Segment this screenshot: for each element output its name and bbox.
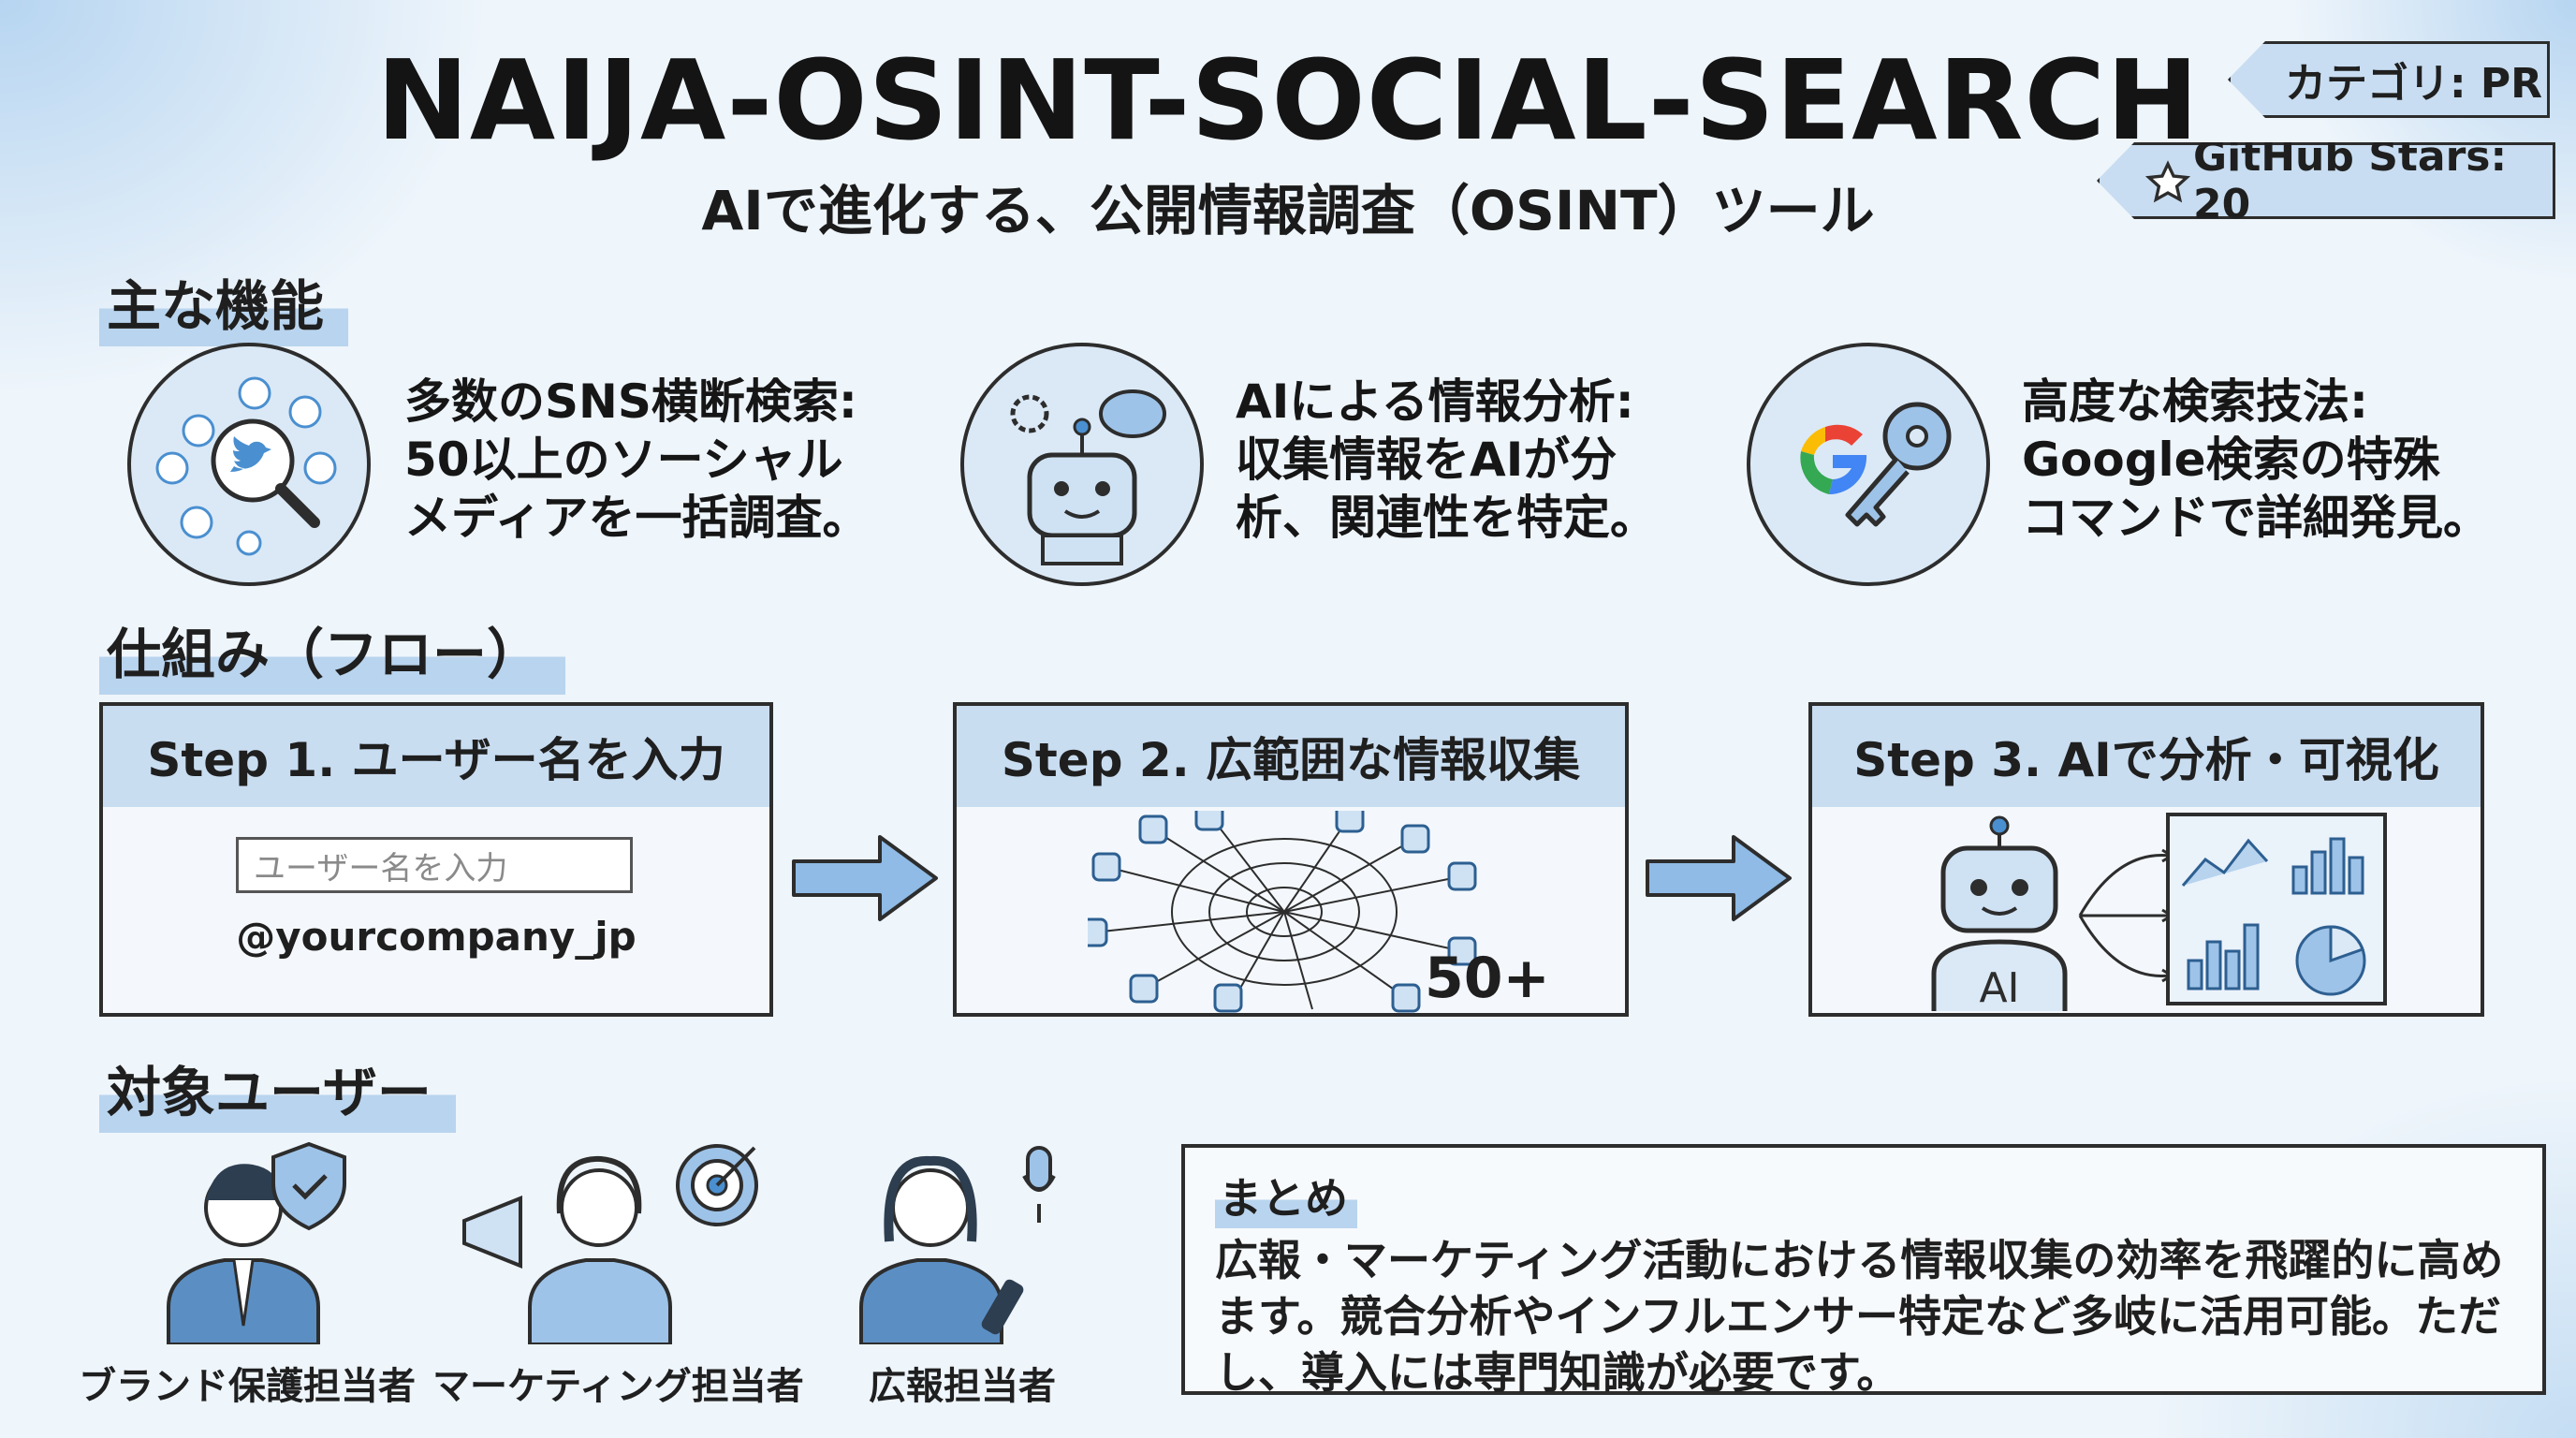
google-key-icon bbox=[1747, 343, 1990, 586]
feature-line: 多数のSNS横断検索: bbox=[404, 374, 857, 429]
ai-robot-icon bbox=[960, 343, 1204, 586]
github-stars-label: GitHub Stars: 20 bbox=[2193, 133, 2508, 228]
feature-line: 収集情報をAIが分 bbox=[1236, 433, 1617, 487]
step-2-card: Step 2. 広範囲な情報収集 50+ bbox=[953, 702, 1629, 1017]
arrow-right-icon bbox=[792, 835, 938, 921]
ai-robot-icon: AI bbox=[1931, 815, 2068, 1011]
step-1-card: Step 1. ユーザー名を入力 ユーザー名を入力 @yourcompany_j… bbox=[99, 702, 773, 1017]
feature-line: Google検索の特殊 bbox=[2022, 433, 2440, 487]
feature-sns-text: 多数のSNS横断検索: 50以上のソーシャル メディアを一括調査。 bbox=[404, 373, 870, 547]
category-tag: カテゴリ: PR bbox=[2228, 41, 2550, 118]
summary-box: まとめ 広報・マーケティング活動における情報収集の効率を飛躍的に高め ます。競合… bbox=[1181, 1144, 2546, 1398]
username-input: ユーザー名を入力 bbox=[236, 837, 633, 893]
summary-line: 広報・マーケティング活動における情報収集の効率を飛躍的に高め bbox=[1215, 1235, 2504, 1285]
arrow-right-icon bbox=[1646, 835, 1792, 921]
network-count: 50+ bbox=[1425, 946, 1550, 1011]
page-subtitle: AIで進化する、公開情報調査（OSINT）ツール bbox=[701, 179, 1875, 242]
star-icon bbox=[2144, 160, 2191, 203]
feature-line: 析、関連性を特定。 bbox=[1236, 491, 1657, 545]
step-1-title: Step 1. ユーザー名を入力 bbox=[103, 706, 769, 807]
persona-pr-label: 広報担当者 bbox=[869, 1365, 1056, 1408]
pr-person-icon bbox=[859, 1146, 1056, 1344]
branch-arrows-icon bbox=[2078, 848, 2174, 983]
marketing-person-icon bbox=[462, 1144, 758, 1344]
category-tag-label: カテゴリ: PR bbox=[2285, 60, 2543, 108]
username-handle: @yourcompany_jp bbox=[236, 914, 637, 960]
brand-protection-person-icon bbox=[167, 1141, 346, 1344]
feature-line: 50以上のソーシャル bbox=[404, 433, 843, 487]
flow-heading: 仕組み（フロー） bbox=[99, 610, 566, 695]
robot-label: AI bbox=[1979, 964, 2019, 1011]
feature-google-text: 高度な検索技法: Google検索の特殊 コマンドで詳細発見。 bbox=[2022, 373, 2490, 547]
feature-line: AIによる情報分析: bbox=[1236, 374, 1634, 429]
summary-heading: まとめ bbox=[1215, 1165, 1357, 1228]
social-search-icon bbox=[127, 343, 371, 586]
page-title: NAIJA-OSINT-SOCIAL-SEARCH bbox=[376, 36, 2200, 165]
summary-body: 広報・マーケティング活動における情報収集の効率を飛躍的に高め ます。競合分析やイ… bbox=[1215, 1232, 2512, 1401]
feature-line: メディアを一括調査。 bbox=[404, 491, 870, 545]
analytics-charts-icon bbox=[2166, 813, 2387, 1005]
persona-marketing-label: マーケティング担当者 bbox=[432, 1365, 804, 1408]
summary-line: し、導入には専門知識が必要です。 bbox=[1215, 1347, 1900, 1398]
feature-ai-text: AIによる情報分析: 収集情報をAIが分 析、関連性を特定。 bbox=[1236, 373, 1657, 547]
feature-line: 高度な検索技法: bbox=[2022, 374, 2368, 429]
feature-line: コマンドで詳細発見。 bbox=[2022, 491, 2490, 545]
step-3-card: Step 3. AIで分析・可視化 AI bbox=[1808, 702, 2484, 1017]
github-stars-tag: GitHub Stars: 20 bbox=[2097, 142, 2555, 219]
users-heading: 対象ユーザー bbox=[99, 1049, 456, 1133]
step-2-title: Step 2. 広範囲な情報収集 bbox=[957, 706, 1625, 807]
features-heading: 主な機能 bbox=[99, 262, 349, 346]
summary-line: ます。競合分析やインフルエンサー特定など多岐に活用可能。ただ bbox=[1215, 1291, 2502, 1342]
spiderweb-network-icon bbox=[1088, 811, 1477, 1013]
step-3-title: Step 3. AIで分析・可視化 bbox=[1812, 706, 2481, 807]
persona-brand-label: ブランド保護担当者 bbox=[79, 1365, 416, 1408]
